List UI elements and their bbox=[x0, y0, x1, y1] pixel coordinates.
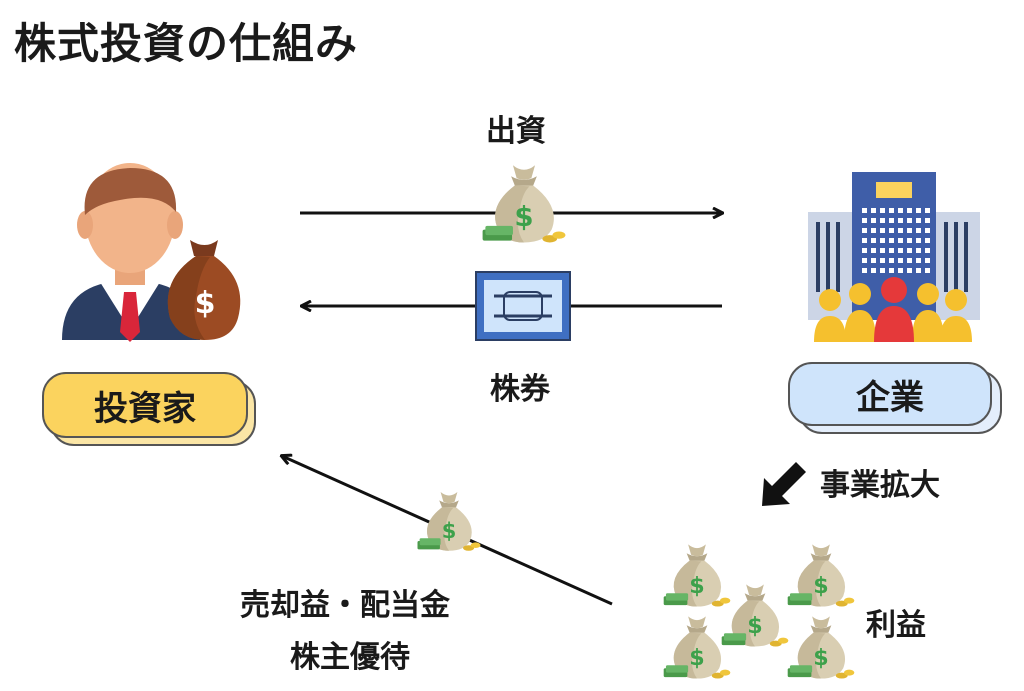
profit-label: 利益 bbox=[866, 608, 926, 643]
stock-label: 株券 bbox=[490, 372, 550, 407]
money-bag-icon: $ bbox=[167, 240, 241, 340]
returns-label-line1: 売却益・配当金 bbox=[240, 588, 450, 623]
stock-certificate-icon bbox=[475, 271, 571, 341]
money-bag-icon bbox=[663, 544, 731, 607]
returns-label-line2: 株主優待 bbox=[290, 640, 410, 675]
money-bag-icon bbox=[663, 616, 731, 679]
page-title: 株式投資の仕組み bbox=[14, 19, 359, 68]
expansion-label: 事業拡大 bbox=[820, 468, 940, 503]
investor-label: 投資家 bbox=[94, 388, 196, 429]
company-badge: 企業 bbox=[788, 362, 992, 426]
expansion-arrow-icon bbox=[762, 462, 806, 506]
money-bag-icon bbox=[721, 584, 789, 647]
investment-money-bag-icon bbox=[482, 165, 566, 243]
investor-badge: 投資家 bbox=[42, 372, 248, 438]
svg-text:$: $ bbox=[195, 286, 216, 321]
money-bag-icon bbox=[787, 544, 855, 607]
profit-money-bags bbox=[663, 544, 855, 679]
investment-label: 出資 bbox=[486, 114, 546, 149]
money-bag-icon bbox=[787, 616, 855, 679]
businessman-icon bbox=[62, 163, 200, 342]
company-label: 企業 bbox=[856, 377, 924, 418]
office-building-icon bbox=[808, 172, 980, 342]
